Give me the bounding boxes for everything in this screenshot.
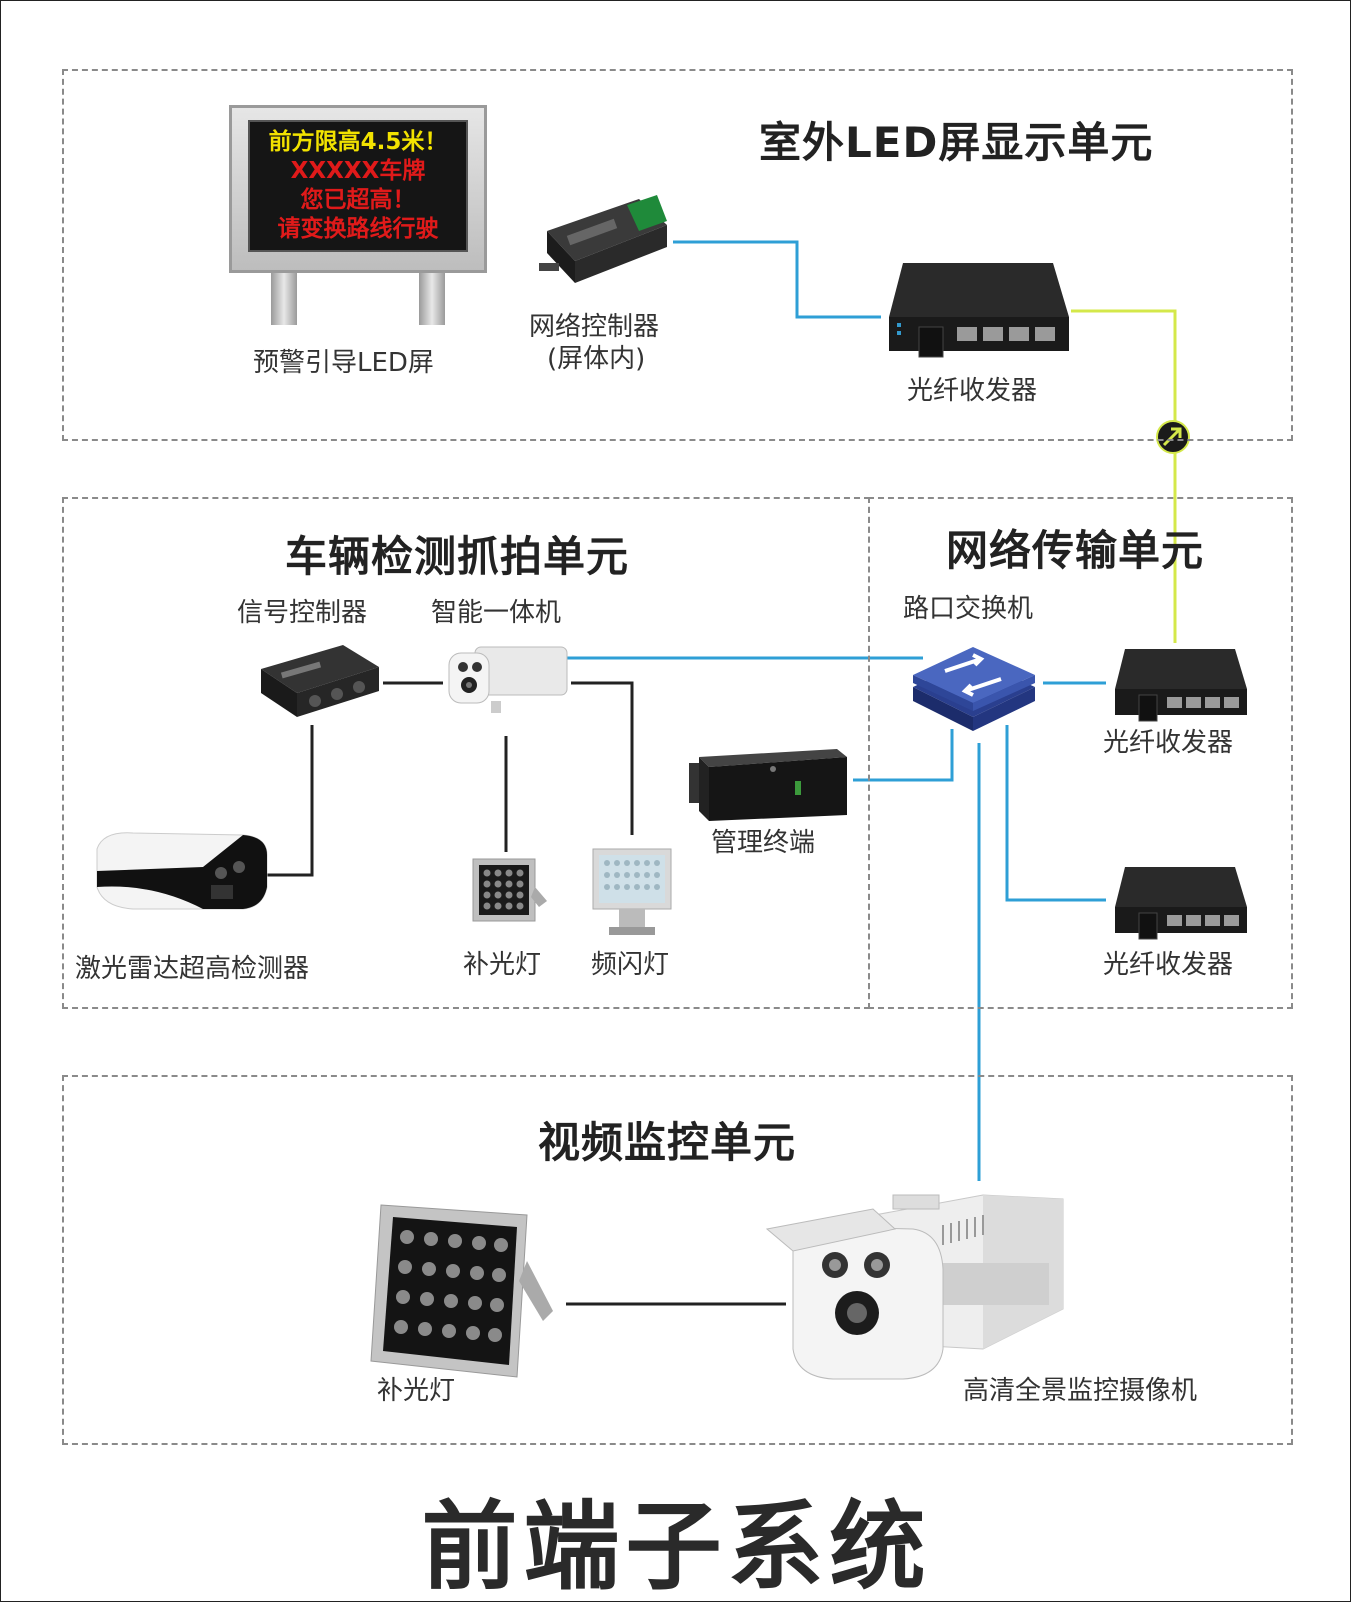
page-title: 前端子系统 bbox=[421, 1491, 932, 1602]
label-signal-controller: 信号控制器 bbox=[237, 598, 368, 628]
label-net-controller-sub: (屏体内) bbox=[547, 344, 646, 374]
link-signal-radar bbox=[253, 725, 314, 877]
label-hd-camera: 高清全景监控摄像机 bbox=[963, 1376, 1198, 1406]
fill-light-icon bbox=[472, 858, 547, 922]
label-smart-camera: 智能一体机 bbox=[431, 598, 562, 628]
unit-title-network: 网络传输单元 bbox=[946, 526, 1205, 575]
label-switch: 路口交换机 bbox=[903, 594, 1034, 624]
controller-box-icon bbox=[261, 645, 379, 717]
fiber-connector-icon bbox=[1156, 420, 1190, 454]
switch-icon bbox=[913, 647, 1035, 731]
fiber-transceiver-icon bbox=[1115, 649, 1247, 722]
led-line-1: 前方限高4.5米！ bbox=[268, 129, 448, 155]
link-camera-strobe bbox=[571, 681, 634, 835]
unit-led-display bbox=[62, 69, 1293, 441]
label-fiber-mid: 光纤收发器 bbox=[1103, 728, 1234, 758]
label-strobe-light: 频闪灯 bbox=[591, 950, 670, 980]
link-fiber-optic bbox=[1071, 309, 1177, 643]
controller-box-icon bbox=[539, 195, 667, 283]
unit-network-transmission bbox=[868, 497, 1293, 1009]
label-fill-light-small: 补光灯 bbox=[463, 950, 542, 980]
label-management-terminal: 管理终端 bbox=[711, 828, 816, 858]
label-fiber-top: 光纤收发器 bbox=[907, 376, 1038, 406]
strobe-light-icon bbox=[592, 848, 672, 935]
bullet-camera-icon bbox=[448, 646, 568, 713]
label-led-screen: 预警引导LED屏 bbox=[253, 348, 434, 378]
link-controller-fiber bbox=[673, 240, 881, 319]
led-line-2: XXXXX车牌 bbox=[290, 158, 426, 184]
label-fiber-bottom: 光纤收发器 bbox=[1103, 950, 1234, 980]
unit-title-video: 视频监控单元 bbox=[538, 1118, 797, 1167]
unit-video-monitoring bbox=[62, 1075, 1293, 1445]
bullet-camera-icon bbox=[96, 832, 268, 910]
bullet-camera-icon bbox=[765, 1194, 1064, 1380]
label-fill-light-big: 补光灯 bbox=[377, 1376, 456, 1406]
led-line-4: 请变换路线行驶 bbox=[277, 216, 439, 242]
led-line-3: 您已超高！ bbox=[300, 187, 416, 213]
fiber-transceiver-icon bbox=[1115, 867, 1247, 940]
fill-light-icon bbox=[370, 1204, 553, 1378]
link-terminal-switch bbox=[853, 729, 954, 782]
label-net-controller: 网络控制器 bbox=[529, 312, 660, 342]
label-laser-radar: 激光雷达超高检测器 bbox=[75, 954, 310, 984]
server-icon bbox=[689, 749, 847, 821]
unit-title-led: 室外LED屏显示单元 bbox=[759, 118, 1154, 167]
link-switch-fiber-bottom bbox=[1005, 725, 1106, 902]
fiber-transceiver-icon bbox=[889, 263, 1069, 358]
unit-title-detect: 车辆检测抓拍单元 bbox=[285, 532, 630, 581]
